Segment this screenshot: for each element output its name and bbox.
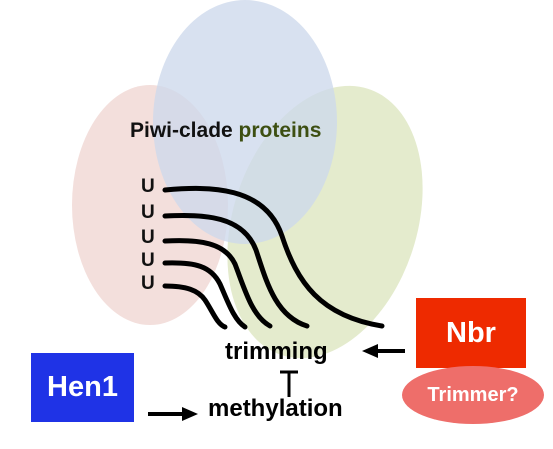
hen1-arrow (148, 407, 198, 421)
rna-strand-4 (162, 260, 248, 330)
rna-strand-3 (162, 238, 273, 329)
uridine-label-1: U (141, 176, 155, 197)
title-part2: proteins (238, 119, 322, 142)
uridine-label-5: U (141, 273, 155, 294)
piwi-clade-title: Piwi-clade proteins (130, 119, 321, 143)
rna-strand-2 (162, 212, 310, 329)
trimmer-ellipse: Trimmer? (402, 366, 544, 424)
hen1-box: Hen1 (31, 353, 134, 422)
inhibition-bar (280, 370, 298, 397)
trimmer-label: Trimmer? (427, 383, 519, 406)
title-part1: Piwi-clade (130, 119, 239, 142)
piwi-ellipse-top (153, 0, 337, 244)
trimming-label: trimming (225, 338, 328, 365)
rna-strand-1 (162, 185, 385, 329)
uridine-label-3: U (141, 227, 155, 248)
nbr-arrow (362, 344, 405, 358)
rna-strand-5 (162, 283, 228, 330)
methylation-label: methylation (208, 395, 343, 422)
uridine-label-4: U (141, 250, 155, 271)
hen1-label: Hen1 (47, 371, 118, 403)
nbr-box: Nbr (416, 298, 526, 368)
rna-strands (162, 185, 385, 330)
uridine-label-2: U (141, 202, 155, 223)
nbr-label: Nbr (446, 316, 496, 349)
